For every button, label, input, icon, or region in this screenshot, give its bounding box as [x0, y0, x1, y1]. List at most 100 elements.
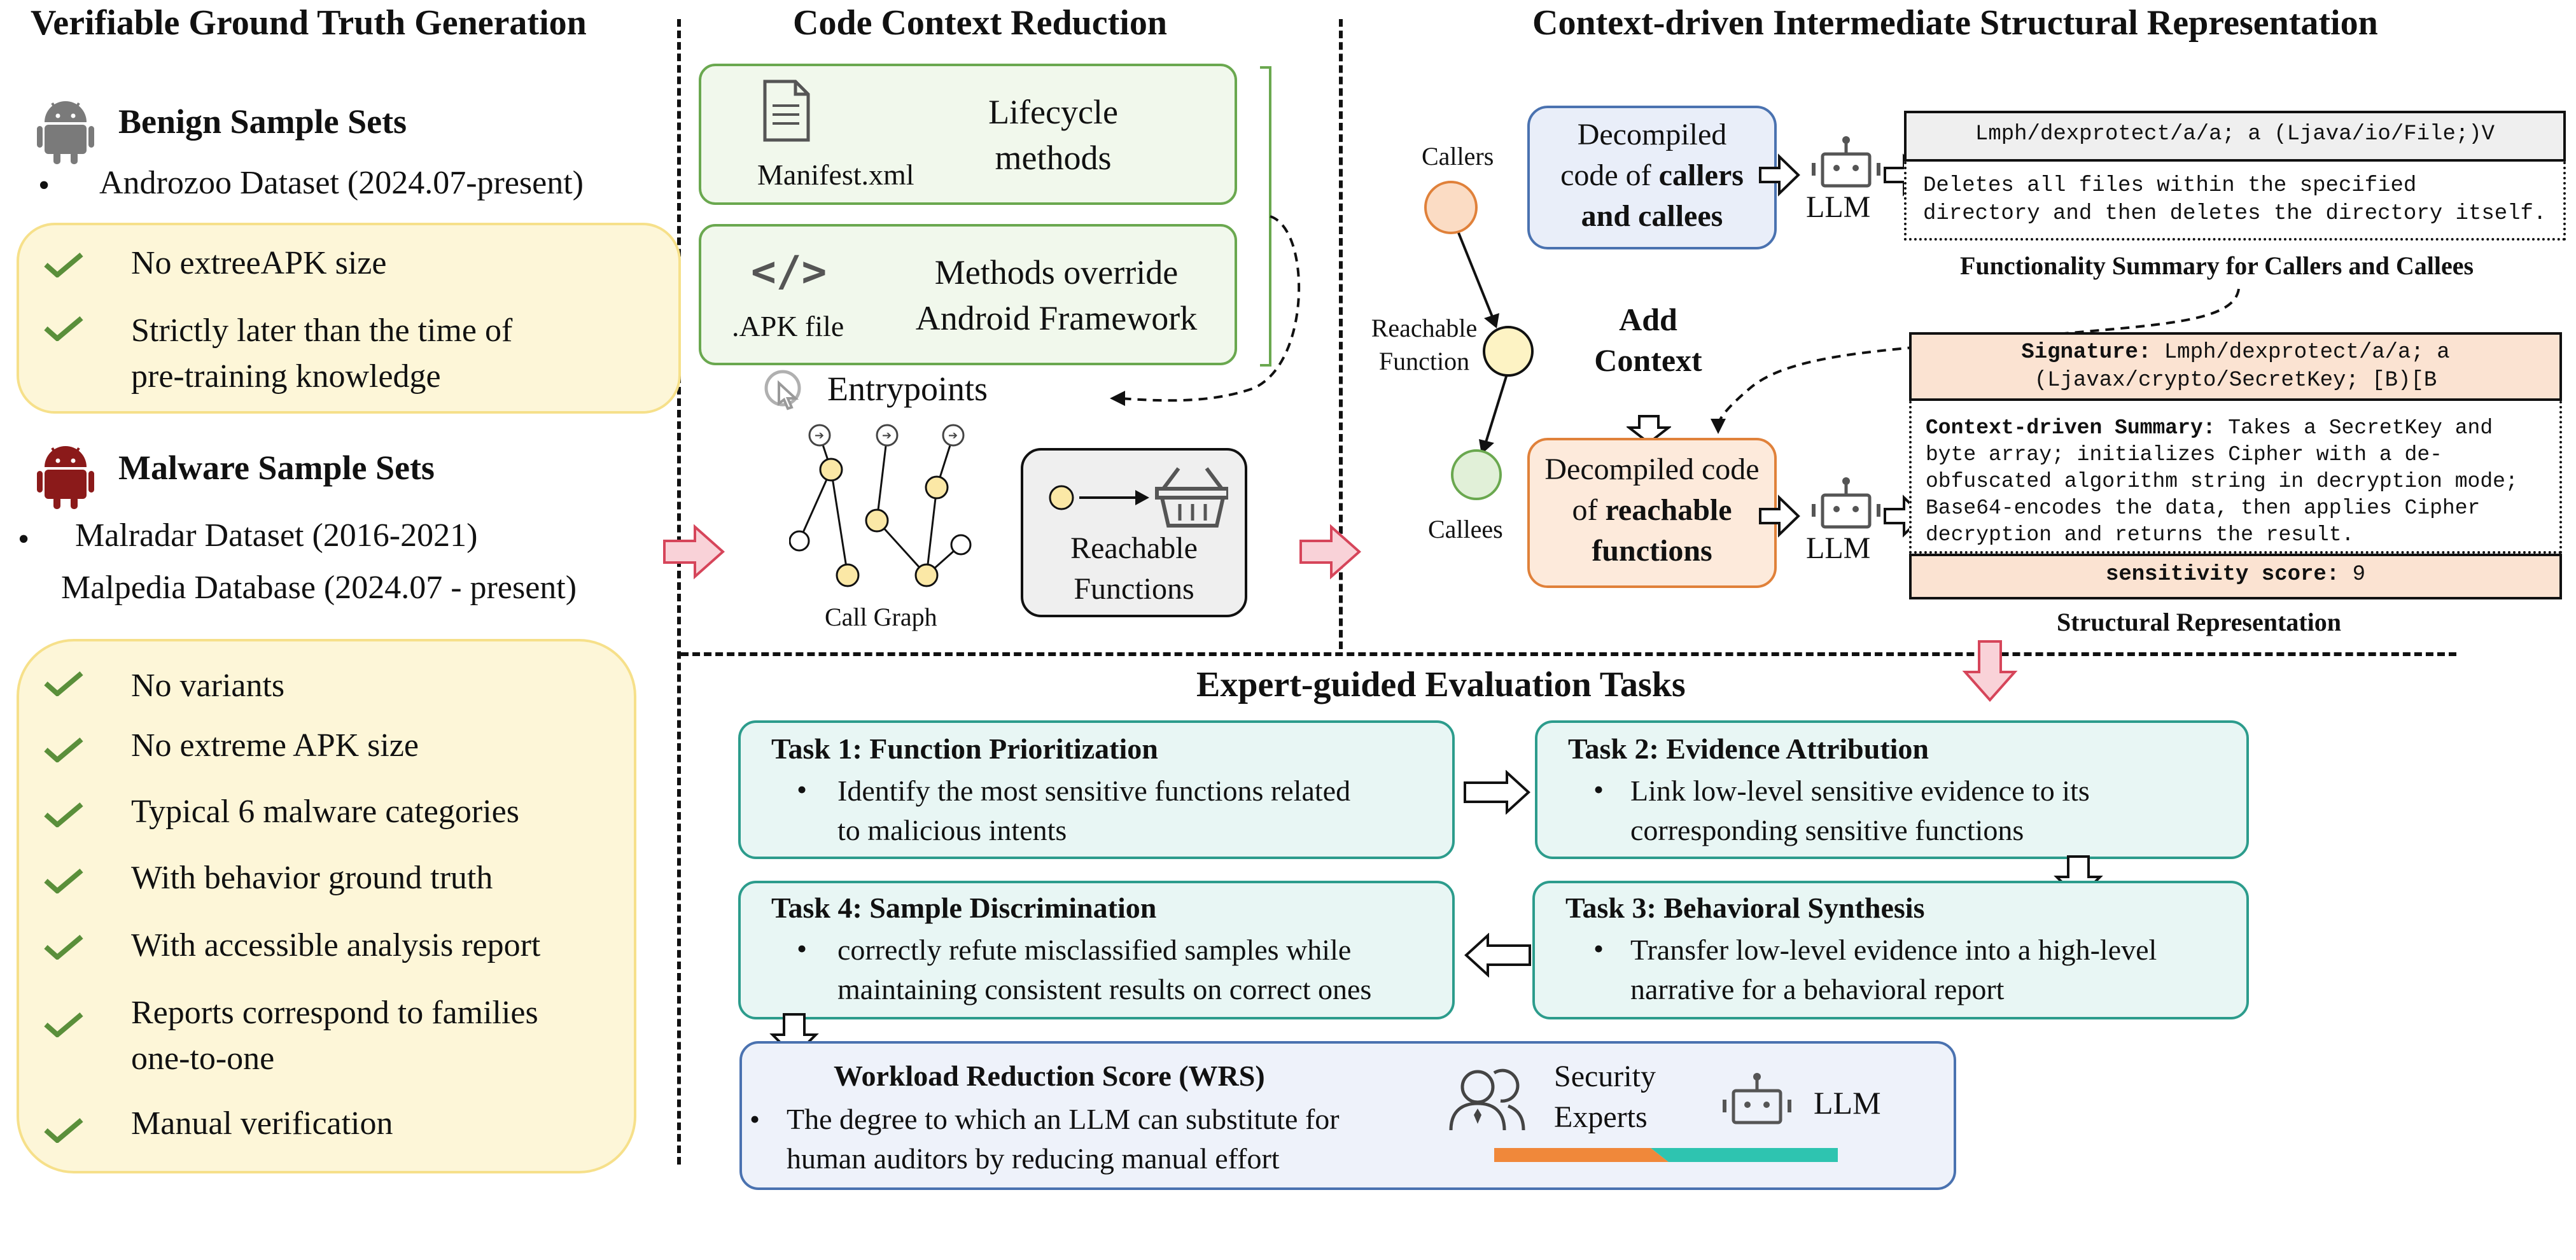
apk-label: .APK file: [732, 310, 844, 342]
context-line-1: Context-driven Summary: Takes a SecretKe…: [1926, 416, 2493, 440]
check-icon: [44, 316, 83, 341]
task2-box: [1535, 720, 2249, 859]
decompiled-callers-bold: callers: [1658, 158, 1744, 192]
code-icon: </>: [751, 247, 827, 296]
malware-criterion-2: No extreme APK size: [131, 727, 419, 764]
check-icon: [44, 671, 83, 696]
task1-line-2: to malicious intents: [837, 814, 1067, 846]
reachable-function-line-1: Reachable: [1371, 314, 1478, 342]
hollow-arrow-icon: [1759, 494, 1800, 538]
summary-caption: Functionality Summary for Callers and Ca…: [1960, 251, 2474, 280]
caller-graph: [1424, 181, 1534, 500]
task3-line-1: Transfer low-level evidence into a high-…: [1630, 934, 2157, 966]
cursor-icon: [764, 370, 801, 410]
task2-text: Link low-level sensitive evidence to its…: [1630, 771, 2090, 850]
malware-title: Malware Sample Sets: [118, 449, 435, 487]
benign-criterion-2b: pre-training knowledge: [131, 358, 441, 395]
summary-body-line-2: directory and then deletes the directory…: [1923, 202, 2547, 226]
task2-line-1: Link low-level sensitive evidence to its: [1630, 774, 2090, 807]
decompiled-callers-line-2: code of callers: [1527, 155, 1777, 196]
decompiled-callers-code: code of: [1560, 158, 1659, 192]
signature-box: [1909, 332, 2562, 401]
decompiled-reachable-line-1: Decompiled code: [1544, 452, 1760, 486]
task4-text: correctly refute misclassified samples w…: [837, 930, 1371, 1009]
decompiled-reachable-line-3: functions: [1592, 534, 1712, 568]
add-context-label: Add Context: [1572, 299, 1725, 381]
ground-truth-title: Verifiable Ground Truth Generation: [31, 3, 587, 43]
task4-title: Task 4: Sample Discrimination: [771, 892, 1157, 924]
context-line-4: Base64-encodes the data, then applies Ci…: [1926, 496, 2481, 520]
malware-criterion-6: Reports correspond to families: [131, 995, 538, 1031]
task1-title: Task 1: Function Prioritization: [771, 732, 1158, 765]
lifecycle-line-2: methods: [995, 139, 1112, 177]
decompiled-callers-line-1: Decompiled: [1577, 118, 1727, 151]
flow-arrow-1: [663, 524, 725, 580]
override-box: [699, 224, 1237, 365]
task1-line-1: Identify the most sensitive functions re…: [837, 774, 1351, 807]
task1-bullet: •: [797, 773, 808, 806]
task2-bullet: •: [1593, 773, 1604, 806]
malware-dataset-1: Malradar Dataset (2016-2021): [75, 517, 478, 554]
reachable-function-line-2: Function: [1378, 347, 1470, 375]
malware-criterion-3: Typical 6 malware categories: [131, 794, 519, 830]
task2-title: Task 2: Evidence Attribution: [1568, 732, 1929, 765]
lifecycle-box: [699, 64, 1237, 205]
wrs-text: The degree to which an LLM can substitut…: [787, 1100, 1340, 1179]
summary-body-line-1: Deletes all files within the specified: [1923, 174, 2417, 198]
task4-box: [738, 881, 1455, 1019]
task1-box: [738, 720, 1455, 859]
callers-label: Callers: [1422, 142, 1494, 171]
security-experts-line-1: Security: [1554, 1060, 1656, 1093]
hollow-arrow-icon: [1464, 770, 1530, 815]
check-icon: [44, 934, 83, 960]
reduction-title: Code Context Reduction: [793, 3, 1167, 43]
check-icon: [44, 868, 83, 893]
decompiled-reachable-bold: reachable: [1605, 493, 1732, 527]
wrs-box: [739, 1041, 1956, 1190]
task1-text: Identify the most sensitive functions re…: [837, 771, 1350, 850]
task3-bullet: •: [1593, 932, 1604, 965]
android-benign-icon: [37, 101, 94, 164]
check-icon: [44, 1117, 83, 1143]
robot-icon: [1723, 1073, 1791, 1124]
malware-criterion-6b: one-to-one: [131, 1040, 275, 1077]
call-graph: ➔ ➔ ➔: [789, 424, 972, 587]
svg-text:➔: ➔: [815, 429, 824, 442]
wrs-line-1: The degree to which an LLM can substitut…: [787, 1103, 1340, 1135]
malware-bullet-1: •: [18, 521, 30, 557]
task3-title: Task 3: Behavioral Synthesis: [1565, 892, 1925, 924]
wrs-llm-label: LLM: [1814, 1085, 1881, 1121]
wrs-bullet: •: [750, 1103, 760, 1135]
decompiled-callers-line-3: and callees: [1581, 199, 1723, 233]
llm-label-2: LLM: [1806, 531, 1871, 565]
malware-criterion-5: With accessible analysis report: [131, 927, 541, 963]
summary-header: [1904, 111, 2566, 162]
evaluation-title: Expert-guided Evaluation Tasks: [1196, 665, 1686, 704]
divider-left: [677, 19, 681, 1165]
context-summary-box: [1909, 401, 2562, 554]
check-icon: [44, 737, 83, 762]
malware-criterion-1: No variants: [131, 668, 285, 704]
document-icon: [763, 80, 810, 142]
svg-text:➔: ➔: [882, 429, 892, 442]
task4-line-1: correctly refute misclassified samples w…: [837, 934, 1352, 966]
task3-text: Transfer low-level evidence into a high-…: [1630, 930, 2157, 1009]
malware-dataset-2: Malpedia Database (2024.07 - present): [61, 570, 577, 606]
svg-text:➔: ➔: [948, 429, 958, 442]
task2-line-2: corresponding sensitive functions: [1630, 814, 2024, 846]
robot-icon: [1812, 477, 1880, 529]
hollow-down-arrow-icon: [1627, 415, 1671, 445]
divider-horizontal: [681, 652, 2456, 656]
malware-criterion-4: With behavior ground truth: [131, 860, 493, 896]
benign-criterion-1: No extreeAPK size: [131, 245, 387, 281]
decompiled-reachable-label: Decompiled code of reachable functions: [1527, 449, 1777, 571]
people-icon: [1449, 1068, 1525, 1131]
reachable-functions-label: Reachable Functions: [1021, 528, 1247, 610]
security-experts-line-2: Experts: [1554, 1100, 1648, 1134]
reachable-line-1: Reachable: [1070, 531, 1198, 565]
android-malware-icon: [37, 446, 94, 509]
summary-body-text: Deletes all files within the specified d…: [1923, 172, 2546, 228]
wrs-line-2: human auditors by reducing manual effort: [787, 1142, 1280, 1175]
task4-bullet: •: [797, 932, 808, 965]
signature-line-2: (Ljavax/crypto/SecretKey; [B)[B: [2034, 368, 2437, 393]
